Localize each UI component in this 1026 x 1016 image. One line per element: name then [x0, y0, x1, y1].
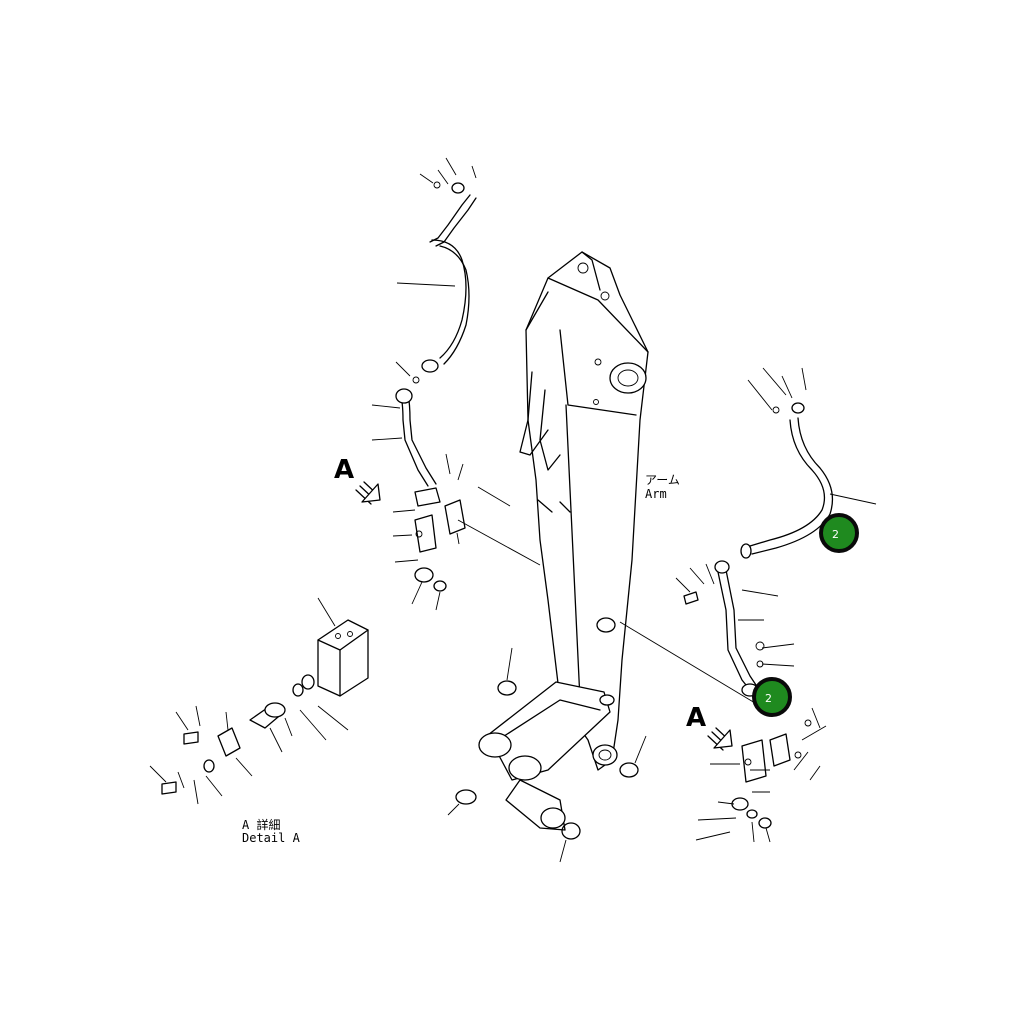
callout-lower-number: 2 [765, 692, 772, 705]
callout-upper[interactable]: 2 [819, 513, 859, 553]
callout-upper-number: 2 [832, 528, 839, 541]
callout-lower[interactable]: 2 [752, 677, 792, 717]
bucket-link [478, 681, 618, 831]
arm-label-jp: アーム [645, 473, 680, 487]
detail-a-parts [149, 597, 369, 805]
right-tube-block [619, 560, 827, 843]
detail-label-jp: A 詳細 [242, 817, 280, 832]
view-arrow-left [355, 481, 381, 505]
detail-label-en: Detail A [242, 831, 301, 845]
view-arrow-right [707, 727, 733, 751]
left-hose-assembly [395, 157, 477, 384]
arm-body [519, 251, 649, 771]
view-label-a-right: A [686, 703, 706, 733]
left-tube-block [371, 388, 541, 611]
arm-label-en: Arm [645, 487, 667, 501]
right-hose-assembly [740, 367, 877, 559]
view-label-a-left: A [334, 455, 354, 485]
o-rings [447, 647, 647, 863]
